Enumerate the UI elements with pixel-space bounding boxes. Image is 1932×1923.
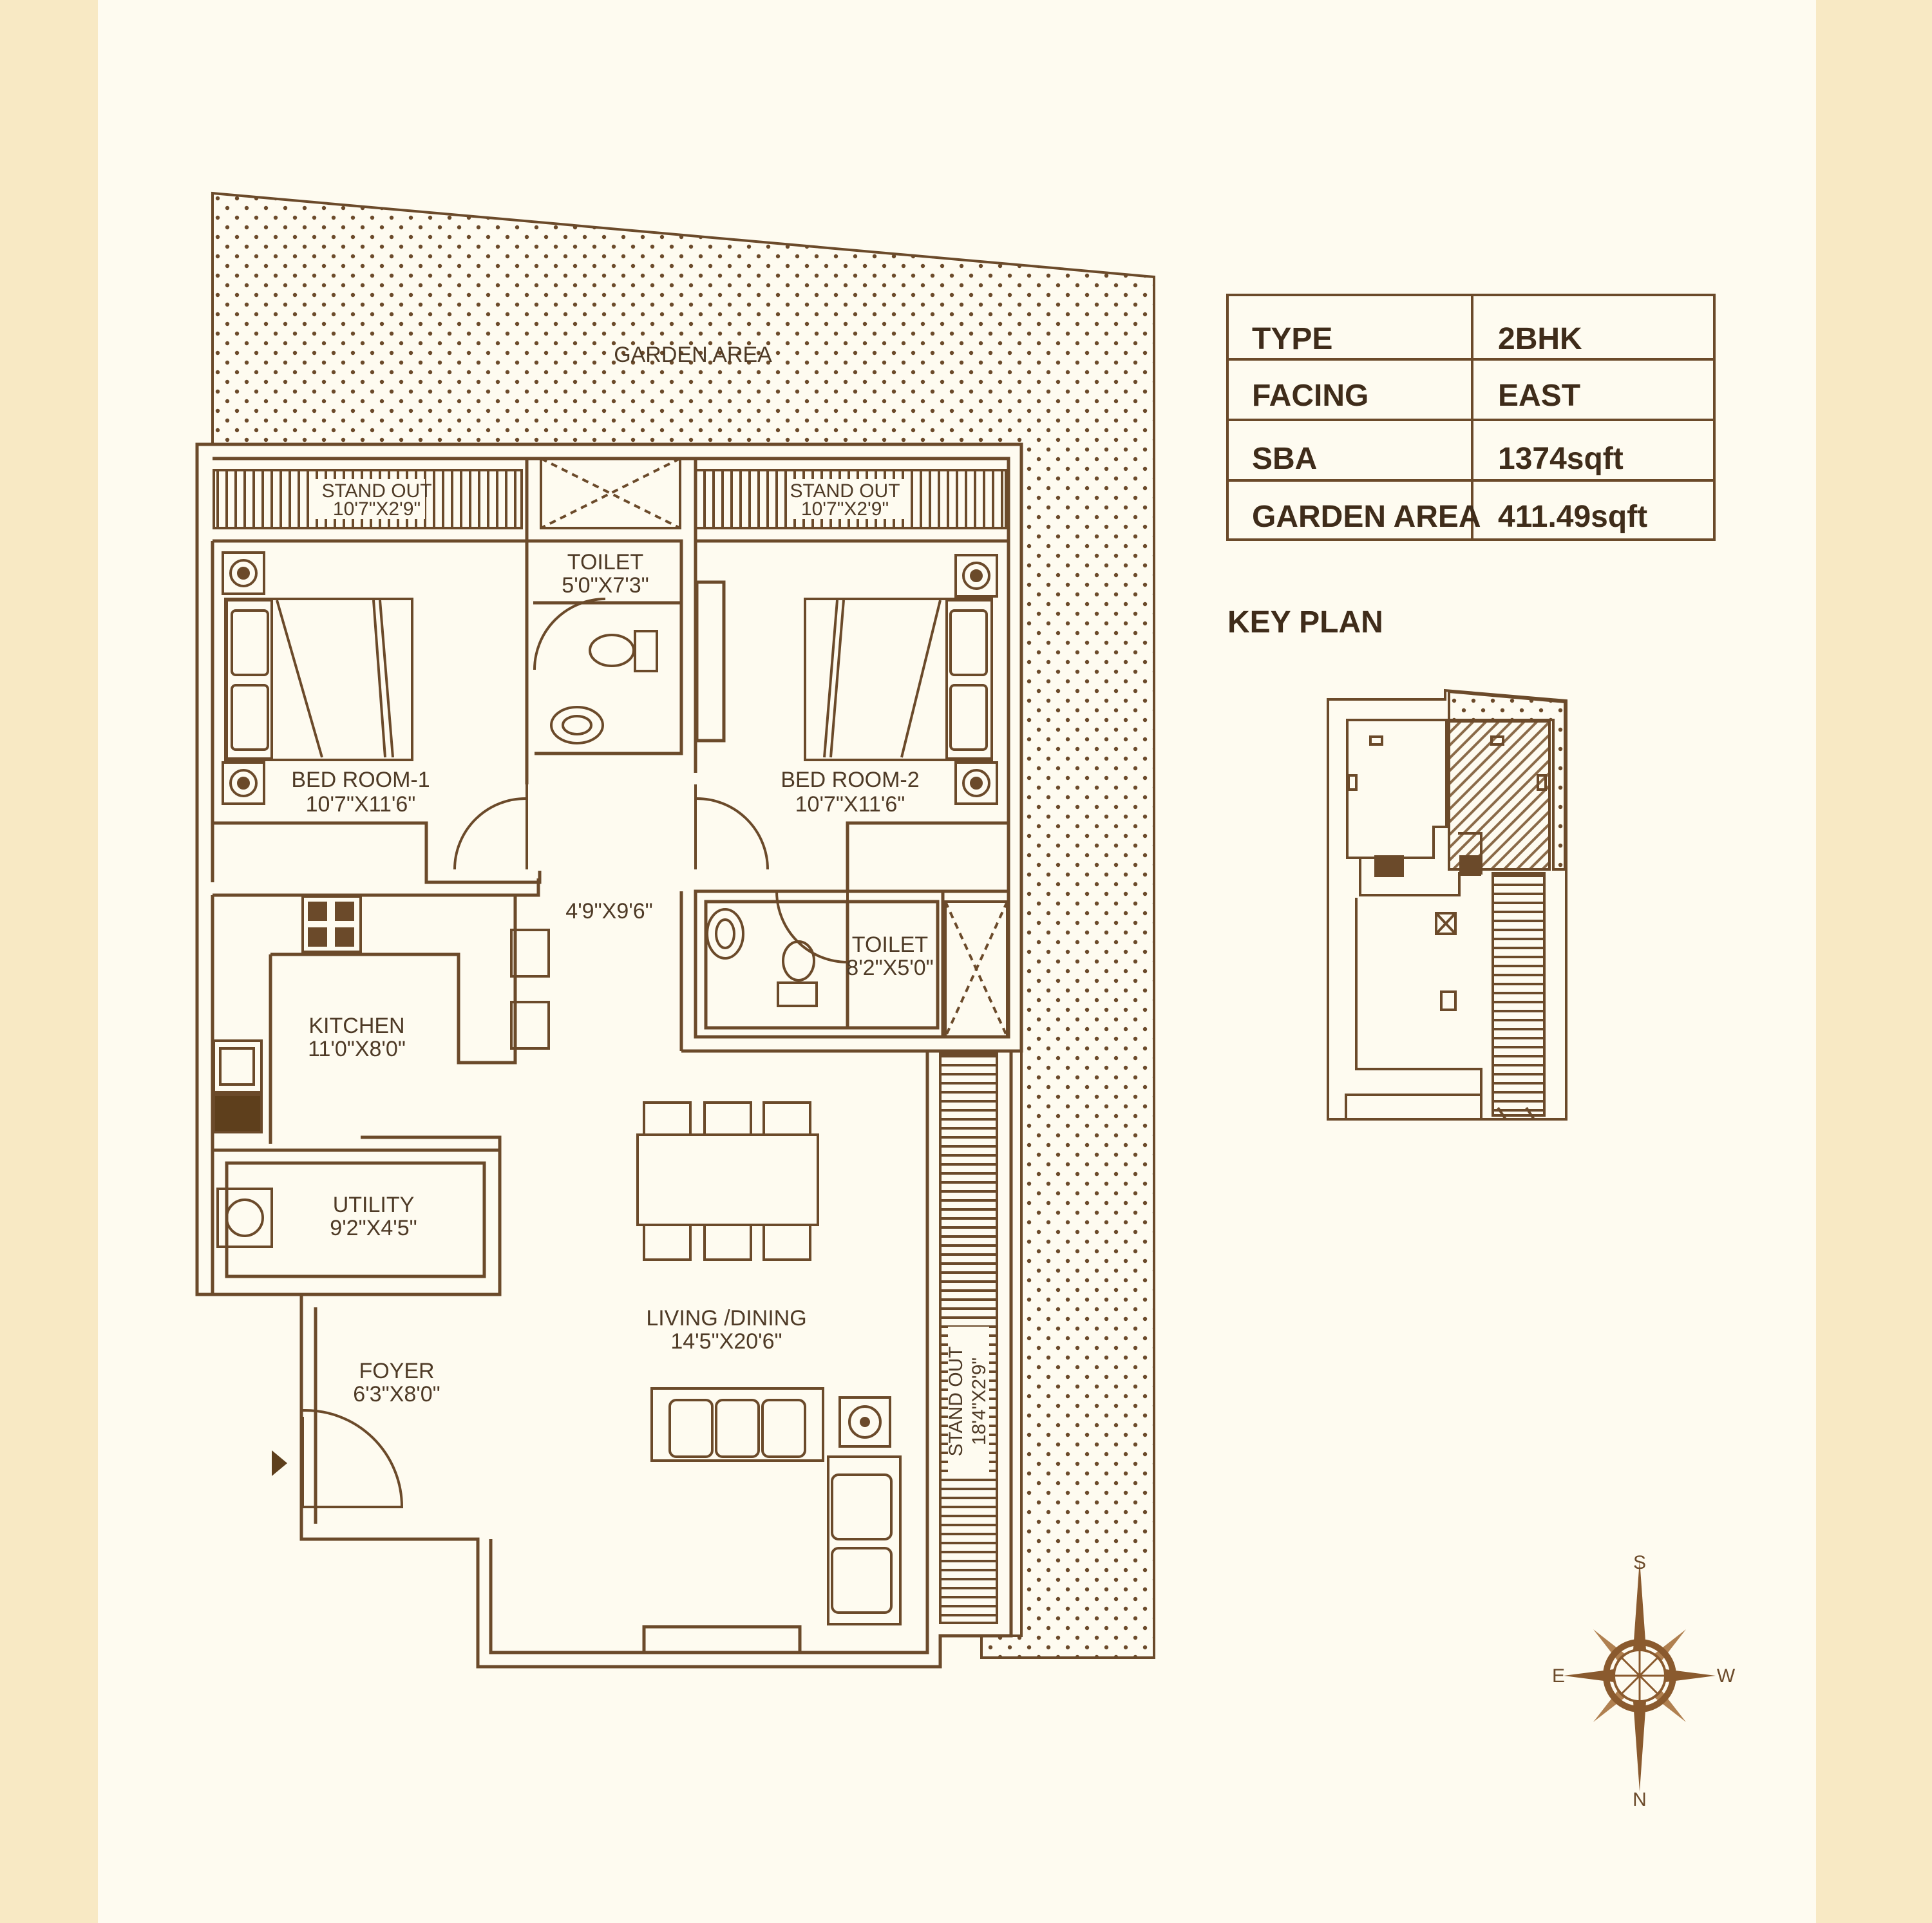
table-label-sba: SBA [1252, 442, 1317, 476]
bedroom-2-label: BED ROOM-2 [781, 768, 919, 792]
dining-table [636, 1101, 819, 1261]
standout-top-right [694, 469, 1007, 529]
garden-area [211, 191, 1155, 1659]
shaft-top [540, 457, 681, 529]
utility-label: UTILITY [333, 1193, 415, 1217]
standout-right-size: 10'7"X2'9" [801, 498, 889, 520]
bedroom-2-size: 10'7"X11'6" [795, 792, 905, 817]
table-value-type: 2BHK [1498, 322, 1582, 356]
left-side-band [0, 0, 98, 1923]
standout-side [939, 1052, 998, 1624]
standout-side-label: STAND OUT [945, 1346, 967, 1456]
table-value-sba: 1374sqft [1498, 442, 1624, 476]
compass-south: S [1633, 1552, 1646, 1573]
standout-side-size: 18'4"X2'9" [969, 1358, 990, 1445]
kitchen-fixtures [213, 895, 550, 1248]
bedroom-1-label: BED ROOM-1 [291, 768, 430, 792]
standout-left-label: STAND OUT [321, 480, 431, 502]
standout-left-size: 10'7"X2'9" [333, 498, 421, 520]
living-label: LIVING /DINING [646, 1306, 806, 1331]
toilet-2-label: TOILET [852, 933, 928, 957]
foyer-label: FOYER [359, 1359, 434, 1383]
door-swings [301, 598, 849, 1508]
standout-side-labels: STAND OUT 18'4"X2'9" [945, 1346, 990, 1456]
toilet-1-label: TOILET [567, 550, 643, 574]
passage-size: 4'9"X9'6" [565, 899, 652, 924]
garden-area-label: GARDEN AREA [614, 343, 772, 367]
entry-arrow-icon [272, 1450, 287, 1476]
shaft-right [944, 900, 1009, 1038]
standout-top-left [213, 469, 523, 529]
key-plan-title: KEY PLAN [1227, 605, 1383, 639]
table-label-facing: FACING [1252, 379, 1368, 413]
key-plan-drawing [1327, 688, 1567, 1121]
table-label-garden: GARDEN AREA [1252, 500, 1481, 534]
living-size: 14'5"X20'6" [670, 1329, 782, 1354]
toilet-2-size: 8'2"X5'0" [846, 956, 933, 980]
bed-1 [222, 551, 413, 805]
table-value-garden: 411.49sqft [1498, 500, 1647, 534]
info-table: TYPE 2BHK FACING EAST SBA 1374sqft GARDE… [1226, 294, 1716, 541]
room-walls [197, 459, 1021, 1654]
compass-north: N [1633, 1789, 1647, 1810]
bedroom-1-size: 10'7"X11'6" [306, 792, 416, 817]
table-value-facing: EAST [1498, 379, 1580, 413]
sofa-set [650, 1387, 902, 1625]
toilet-fixtures [550, 630, 818, 1007]
foyer-size: 6'3"X8'0" [353, 1382, 440, 1407]
kitchen-label: KITCHEN [308, 1014, 404, 1038]
compass-west: W [1717, 1665, 1736, 1687]
right-side-band [1816, 0, 1932, 1923]
utility-size: 9'2"X4'5" [330, 1216, 417, 1240]
kitchen-size: 11'0"X8'0" [308, 1037, 406, 1061]
table-label-type: TYPE [1252, 322, 1332, 356]
compass-east: E [1552, 1665, 1565, 1687]
bed-2 [804, 554, 998, 805]
toilet-1-size: 5'0"X7'3" [562, 573, 649, 598]
standout-right-label: STAND OUT [790, 480, 900, 502]
compass-rose-icon: S E W N [1552, 1552, 1736, 1810]
